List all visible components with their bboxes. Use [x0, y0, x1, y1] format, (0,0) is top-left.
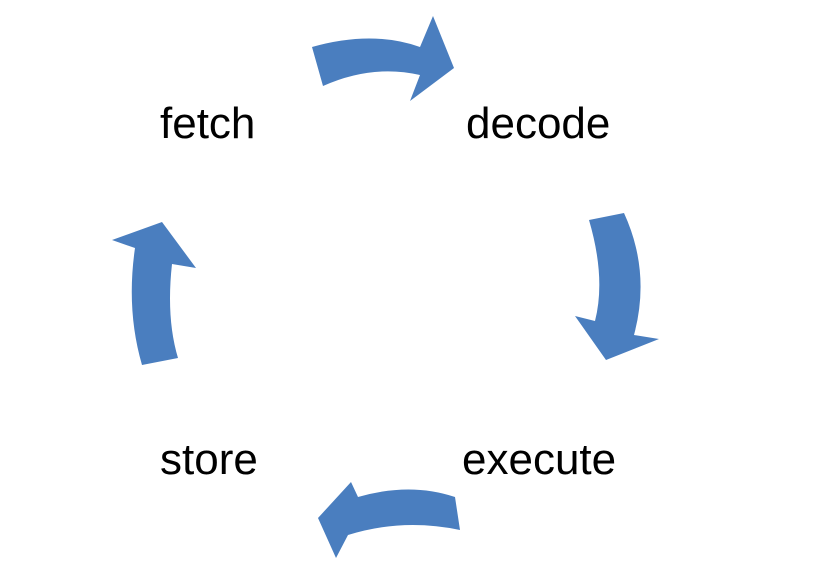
- step-label-decode: decode: [466, 99, 611, 148]
- step-label-execute: execute: [462, 435, 617, 484]
- arrow-fetch-to-decode: [312, 16, 454, 101]
- arrow-store-to-fetch: [112, 222, 196, 365]
- step-label-store: store: [160, 435, 258, 484]
- step-label-fetch: fetch: [160, 99, 256, 148]
- arrow-decode-to-execute: [575, 213, 659, 360]
- arrow-execute-to-store: [318, 482, 460, 558]
